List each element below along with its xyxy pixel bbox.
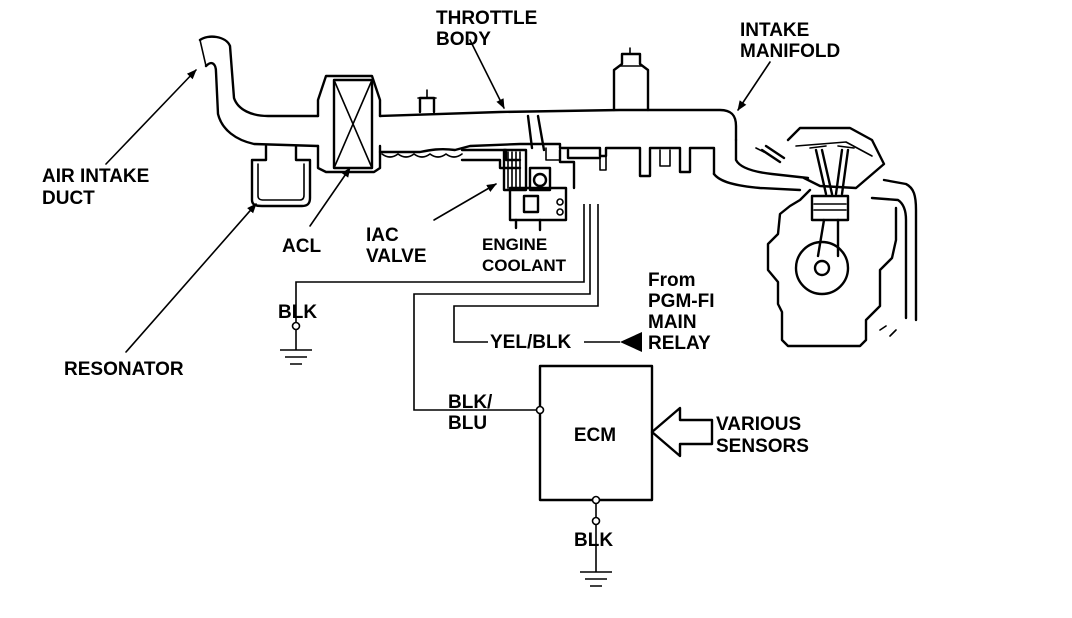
leader-arrows <box>105 39 771 353</box>
relay-input-arrow <box>620 332 642 352</box>
acl-label: ACL <box>282 236 321 257</box>
wire-ecm-ground-label: BLK <box>574 530 613 551</box>
wire-relay-feed-label: YEL/BLK <box>490 332 572 353</box>
air-intake-duct-label: AIR INTAKE DUCT <box>42 166 155 209</box>
intake-manifold <box>558 138 810 192</box>
iac-valve-label: IAC VALVE <box>366 225 427 267</box>
wire-iac-ground-label: BLK <box>278 302 317 323</box>
ground-symbol-iac <box>280 330 312 365</box>
intake-tube <box>378 47 738 158</box>
ecm-box: ECM <box>538 364 654 502</box>
engine-cross-section <box>755 126 918 348</box>
iac-valve <box>460 114 602 232</box>
ecm-label: ECM <box>574 425 616 446</box>
pgm-fi-relay-label: From PGM-FI MAIN RELAY <box>648 270 720 354</box>
intake-manifold-label: INTAKE MANIFOLD <box>740 20 840 62</box>
wire-ecm-signal-label: BLK/ BLU <box>448 392 498 434</box>
air-intake-duct <box>198 35 320 148</box>
engine-coolant-label: ENGINE COOLANT <box>482 235 567 275</box>
resonator <box>250 144 312 208</box>
various-sensors-label: VARIOUS SENSORS <box>716 414 809 457</box>
ground-symbol-ecm <box>580 571 612 587</box>
acl-air-cleaner <box>316 74 382 174</box>
resonator-label: RESONATOR <box>64 359 184 380</box>
wiring <box>291 204 620 572</box>
sensor-input-arrow <box>650 406 714 458</box>
throttle-body-label: THROTTLE BODY <box>436 8 543 50</box>
